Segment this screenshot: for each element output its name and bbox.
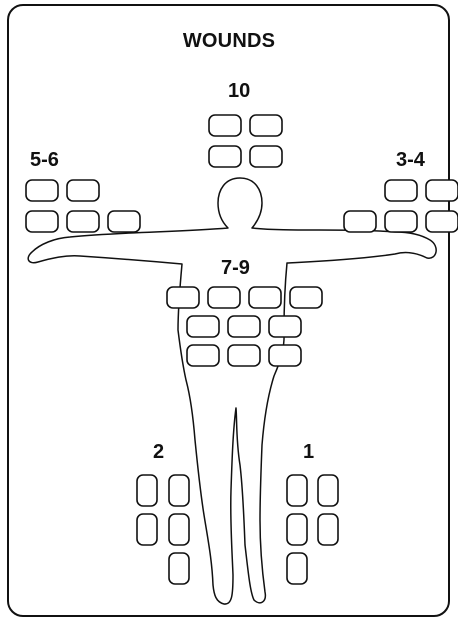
wound-box-torso-9[interactable]: [227, 344, 261, 367]
wound-box-left-leg-1[interactable]: [136, 474, 158, 507]
wound-box-left-arm-1[interactable]: [25, 179, 59, 202]
wound-box-torso-7[interactable]: [268, 315, 302, 338]
wound-box-left-leg-4[interactable]: [168, 513, 190, 546]
wound-box-torso-8[interactable]: [186, 344, 220, 367]
location-label-right-arm: 3-4: [396, 149, 425, 171]
body-silhouette: [27, 177, 437, 605]
location-label-head: 10: [228, 80, 251, 102]
wound-box-torso-4[interactable]: [289, 286, 323, 309]
location-label-left-leg: 2: [153, 441, 165, 463]
wound-box-left-arm-3[interactable]: [25, 210, 59, 233]
wound-box-right-leg-4[interactable]: [317, 513, 339, 546]
wound-box-torso-6[interactable]: [227, 315, 261, 338]
wound-box-left-leg-2[interactable]: [168, 474, 190, 507]
wound-box-head-3[interactable]: [208, 145, 242, 168]
wound-box-torso-10[interactable]: [268, 344, 302, 367]
wound-box-right-leg-2[interactable]: [317, 474, 339, 507]
wound-box-head-2[interactable]: [249, 114, 283, 137]
wound-box-right-arm-2[interactable]: [425, 179, 458, 202]
wound-box-right-arm-4[interactable]: [384, 210, 418, 233]
wound-boxes: [25, 114, 458, 585]
wound-box-head-4[interactable]: [249, 145, 283, 168]
wound-box-torso-5[interactable]: [186, 315, 220, 338]
wound-box-torso-3[interactable]: [248, 286, 282, 309]
wound-box-left-arm-4[interactable]: [66, 210, 100, 233]
wound-box-left-leg-3[interactable]: [136, 513, 158, 546]
wound-box-right-leg-5[interactable]: [286, 552, 308, 585]
location-label-left-arm: 5-6: [30, 149, 59, 171]
wound-box-right-arm-5[interactable]: [425, 210, 458, 233]
title: WOUNDS: [182, 30, 276, 52]
wound-box-right-arm-1[interactable]: [384, 179, 418, 202]
wound-box-left-leg-5[interactable]: [168, 552, 190, 585]
wound-box-torso-1[interactable]: [166, 286, 200, 309]
wound-box-right-leg-1[interactable]: [286, 474, 308, 507]
location-label-torso: 7-9: [221, 257, 250, 279]
wound-box-torso-2[interactable]: [207, 286, 241, 309]
location-label-right-leg: 1: [303, 441, 315, 463]
card-border: [7, 4, 450, 617]
wound-box-right-leg-3[interactable]: [286, 513, 308, 546]
wound-box-right-arm-3[interactable]: [343, 210, 377, 233]
wound-box-head-1[interactable]: [208, 114, 242, 137]
wound-box-left-arm-2[interactable]: [66, 179, 100, 202]
wound-box-left-arm-5[interactable]: [107, 210, 141, 233]
